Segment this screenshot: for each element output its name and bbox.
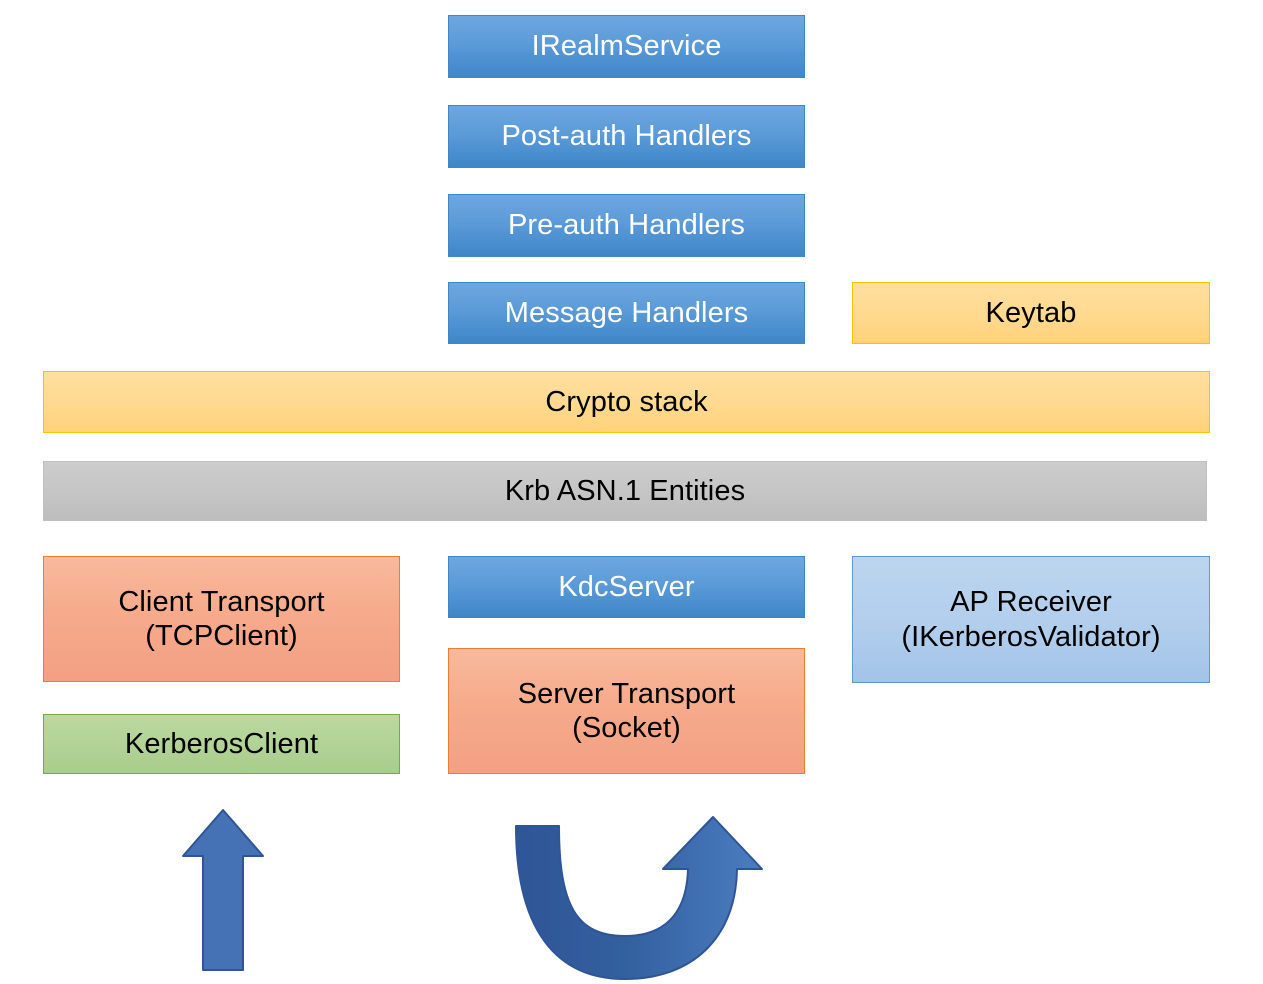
node-crypto-stack: Crypto stack — [43, 371, 1210, 433]
node-kdcserver: KdcServer — [448, 556, 805, 618]
node-server-transport: Server Transport (Socket) — [448, 648, 805, 774]
node-irealmservice: IRealmService — [448, 15, 805, 78]
node-keytab: Keytab — [852, 282, 1210, 344]
node-client-transport: Client Transport (TCPClient) — [43, 556, 400, 682]
server-loop-arrow — [515, 816, 763, 980]
node-krb-asn1-entities: Krb ASN.1 Entities — [43, 461, 1207, 521]
node-post-auth-handlers: Post-auth Handlers — [448, 105, 805, 168]
node-pre-auth-handlers: Pre-auth Handlers — [448, 194, 805, 257]
node-ap-receiver: AP Receiver (IKerberosValidator) — [852, 556, 1210, 683]
client-up-arrow — [182, 809, 264, 971]
node-message-handlers: Message Handlers — [448, 282, 805, 344]
node-kerberosclient: KerberosClient — [43, 714, 400, 774]
